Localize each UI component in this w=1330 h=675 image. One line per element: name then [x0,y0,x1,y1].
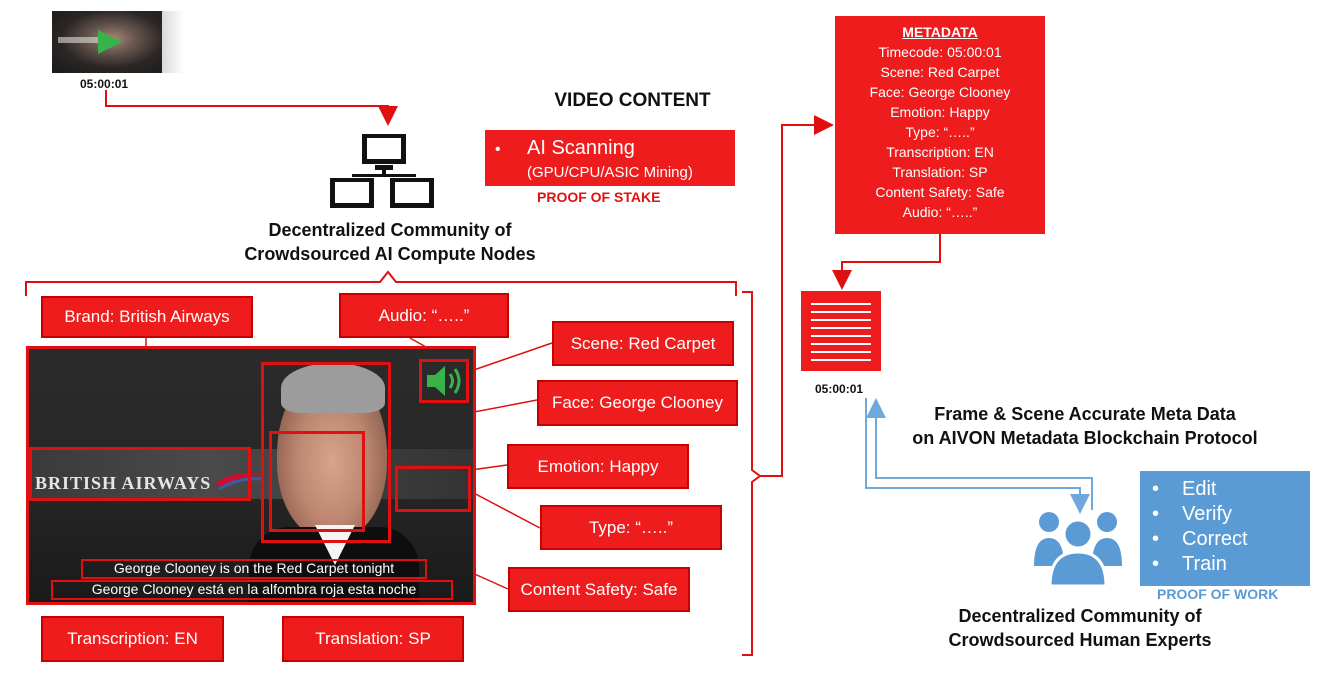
metadata-line: Emotion: Happy [890,104,990,120]
metadata-line: Audio: “…..” [902,204,978,220]
subtitle-en: George Clooney is on the Red Carpet toni… [113,560,395,576]
right-brace [742,291,762,656]
line-type [467,489,541,529]
type-detection-box [395,466,471,512]
arrow-thumb-to-nodes [105,90,398,126]
task-verify: • Verify [1152,502,1310,527]
video-content-title: VIDEO CONTENT [554,90,711,111]
human-experts-line1: Decentralized Community of [958,606,1202,626]
play-icon[interactable] [96,28,124,56]
thumbnail-logo-text [58,37,98,43]
metadata-line: Face: George Clooney [869,84,1011,100]
hair-image [281,363,385,413]
subtitle-sp-box [51,580,453,600]
emotion-detection-box [269,431,365,532]
task-train: • Train [1152,552,1310,577]
tag-type: Type: “…..” [540,505,722,550]
task-label: Train [1182,553,1227,575]
frame-scene-line1: Frame & Scene Accurate Meta Data [934,404,1236,424]
people-group-icon [1034,512,1122,586]
proof-of-stake-label: PROOF OF STAKE [537,189,661,205]
metadata-line: Translation: SP [892,164,988,180]
list-bullet: • [1152,478,1160,500]
speaker-icon [427,366,461,396]
tag-scene: Scene: Red Carpet [552,321,734,366]
tag-translation: Translation: SP [282,616,464,662]
video-thumbnail[interactable] [52,11,162,73]
mining-label: (GPU/CPU/ASIC Mining) [527,164,693,181]
tag-face: Face: George Clooney [537,380,738,426]
human-tasks-box: • Edit • Verify • Correct • Train [1140,471,1310,586]
backdrop-logo-text: BRITISH AIRWAYS [35,473,212,493]
record-line [811,311,871,313]
thumbnail-fade [162,11,184,73]
tag-emotion: Emotion: Happy [507,444,689,489]
metadata-line: Timecode: 05:00:01 [878,44,1002,60]
proof-of-work-label: PROOF OF WORK [1157,586,1279,602]
record-line [811,303,871,305]
ai-scanning-bullet: • [495,141,501,158]
record-timecode: 05:00:01 [815,382,864,396]
metadata-record-icon [801,291,881,371]
tag-content-safety: Content Safety: Safe [508,567,690,612]
brand-detection-box [29,447,251,501]
compute-nodes-line2: Crowdsourced AI Compute Nodes [244,244,536,264]
line-scene [467,342,553,373]
tag-transcription: Transcription: EN [41,616,224,662]
task-label: Edit [1182,478,1217,500]
task-label: Correct [1182,528,1248,550]
compute-nodes-title: Decentralized Community of Crowdsourced … [200,218,580,266]
record-line [811,343,871,345]
face-detection-box [261,362,391,543]
task-correct: • Correct [1152,527,1310,552]
frame-scene-title: Frame & Scene Accurate Meta Data on AIVO… [860,402,1310,450]
task-label: Verify [1182,503,1233,525]
metadata-heading: METADATA [902,24,978,40]
record-line [811,351,871,353]
tag-audio: Audio: “…..” [339,293,509,338]
ai-scanning-label: AI Scanning [527,137,635,159]
compute-nodes-line1: Decentralized Community of [268,220,512,240]
airline-ribbon-icon [215,473,265,491]
record-line [811,359,871,361]
metadata-line: Type: “…..” [905,124,975,140]
human-experts-title: Decentralized Community of Crowdsourced … [900,604,1260,652]
arrow-metadata-to-record [832,234,941,290]
human-experts-line2: Crowdsourced Human Experts [948,630,1212,650]
ai-scanning-box: • AI Scanning (GPU/CPU/ASIC Mining) [485,130,735,186]
metadata-line: Content Safety: Safe [875,184,1005,200]
tag-brand: Brand: British Airways [41,296,253,338]
list-bullet: • [1152,553,1160,575]
audio-detection-box [419,359,469,403]
list-bullet: • [1152,528,1160,550]
subtitle-en-box [81,559,427,579]
thumbnail-timecode: 05:00:01 [80,77,129,91]
record-line [811,335,871,337]
metadata-line: Scene: Red Carpet [880,64,1000,80]
subtitle-sp: George Clooney está en la alfombra roja … [91,581,417,597]
video-frame[interactable]: BRITISH AIRWAYS George Clooney is on the… [26,346,476,605]
metadata-line: Transcription: EN [886,144,994,160]
computer-network-icon [330,134,434,208]
record-line [811,319,871,321]
list-bullet: • [1152,503,1160,525]
metadata-box: METADATA Timecode: 05:00:01 Scene: Red C… [835,16,1045,234]
frame-scene-line2: on AIVON Metadata Blockchain Protocol [912,428,1258,448]
task-edit: • Edit [1152,477,1310,502]
record-line [811,327,871,329]
